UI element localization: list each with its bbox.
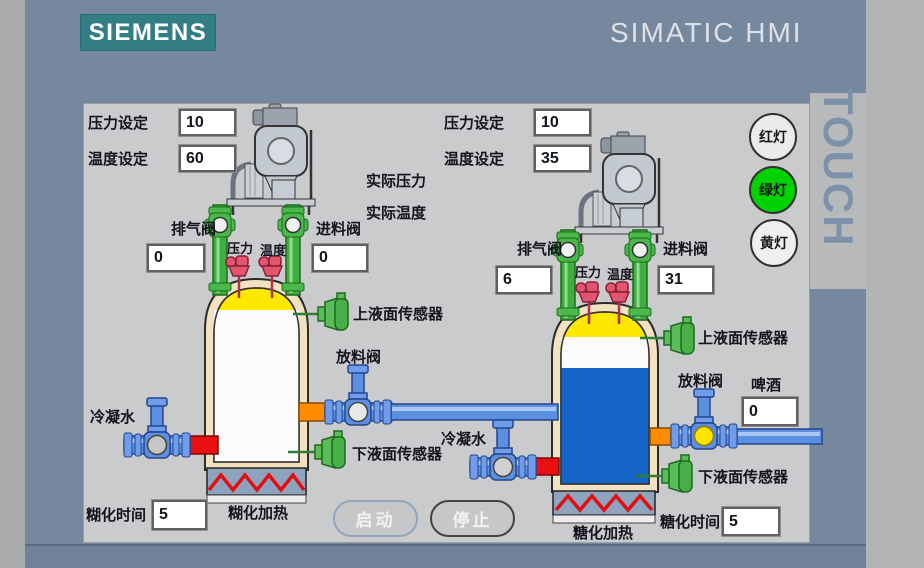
left-heating-label: 糊化加热 — [228, 505, 289, 522]
right-temp-set-label: 温度设定 — [444, 151, 505, 168]
lower-level-sensor-right-icon — [636, 454, 693, 493]
condensate-valve-right-icon — [469, 419, 537, 481]
outlet-stub-left — [298, 402, 327, 422]
red-lamp: 红灯 — [749, 113, 797, 161]
right-feed-valve-value[interactable] — [658, 266, 714, 294]
right-discharge-valve-label: 放料阀 — [678, 373, 724, 390]
left-temp-set-label: 温度设定 — [88, 151, 149, 168]
left-temp-set-input[interactable] — [179, 145, 236, 172]
left-condensate-label: 冷凝水 — [90, 409, 136, 426]
left-feed-valve-value[interactable] — [312, 244, 368, 272]
right-exhaust-valve-value[interactable] — [496, 266, 552, 294]
left-exhaust-valve-value[interactable] — [147, 244, 205, 272]
left-feed-valve-label: 进料阀 — [316, 221, 362, 238]
upper-level-sensor-right-icon — [640, 316, 695, 355]
left-lower-sensor-label: 下液面传感器 — [352, 446, 443, 463]
left-time-label: 糊化时间 — [86, 507, 147, 524]
left-exhaust-valve-label: 排气阀 — [171, 221, 217, 238]
touch-strip: TOUCH — [810, 89, 866, 289]
right-time-input[interactable] — [722, 507, 780, 536]
left-temp-gauge-label: 温度 — [260, 243, 287, 258]
right-feed-valve-label: 进料阀 — [663, 241, 709, 258]
actual-temp-label: 实际温度 — [366, 205, 427, 222]
left-pressure-set-input[interactable] — [179, 109, 236, 136]
condensate-valve-left-icon — [123, 397, 191, 459]
right-pressure-set-label: 压力设定 — [444, 115, 505, 132]
touch-label: TOUCH — [815, 89, 862, 248]
bezel-right-edge — [866, 0, 924, 568]
simatic-hmi-label: SIMATIC HMI — [610, 17, 803, 48]
yellow-lamp: 黄灯 — [750, 219, 798, 267]
discharge-valve-right-icon — [670, 388, 738, 450]
right-condensate-label: 冷凝水 — [441, 431, 487, 448]
bezel-left-edge — [0, 0, 25, 568]
upper-level-sensor-left-icon — [293, 292, 349, 331]
right-exhaust-valve-label: 排气阀 — [517, 241, 563, 258]
condensate-pipe-right — [532, 457, 560, 476]
mash-tank-left — [204, 277, 309, 471]
beer-label: 啤酒 — [751, 377, 782, 394]
right-upper-sensor-label: 上液面传感器 — [698, 330, 789, 347]
green-lamp: 绿灯 — [749, 166, 797, 214]
process-graphics — [123, 103, 823, 524]
right-pressure-set-input[interactable] — [534, 109, 591, 136]
left-discharge-valve-label: 放料阀 — [336, 349, 382, 366]
condensate-pipe-left — [189, 435, 219, 455]
siemens-logo: SIEMENS — [80, 14, 216, 51]
right-lower-sensor-label: 下液面传感器 — [698, 469, 789, 486]
heater-left — [206, 467, 307, 504]
right-temp-set-input[interactable] — [534, 145, 591, 172]
bezel-bottom-bar — [25, 544, 866, 568]
actual-pressure-label: 实际压力 — [366, 173, 427, 190]
lower-level-sensor-left-icon — [288, 430, 346, 469]
right-time-label: 糖化时间 — [660, 514, 721, 531]
right-temp-gauge-label: 温度 — [607, 267, 634, 282]
right-pressure-gauge-label: 压力 — [575, 265, 602, 280]
stop-button[interactable]: 停止 — [430, 500, 515, 537]
discharge-valve-left-icon — [324, 364, 392, 426]
left-pressure-gauge-label: 压力 — [227, 241, 254, 256]
mash-tank-right — [551, 301, 659, 493]
left-time-input[interactable] — [152, 500, 207, 530]
beer-out-pipe — [735, 428, 823, 445]
right-heating-label: 糖化加热 — [573, 525, 634, 542]
beer-value[interactable] — [742, 397, 798, 426]
heater-right — [552, 490, 656, 524]
left-pressure-set-label: 压力设定 — [88, 115, 149, 132]
left-upper-sensor-label: 上液面传感器 — [353, 306, 444, 323]
agitator-unit-left — [227, 104, 315, 215]
start-button[interactable]: 启动 — [333, 500, 418, 537]
transfer-pipe — [389, 403, 559, 421]
